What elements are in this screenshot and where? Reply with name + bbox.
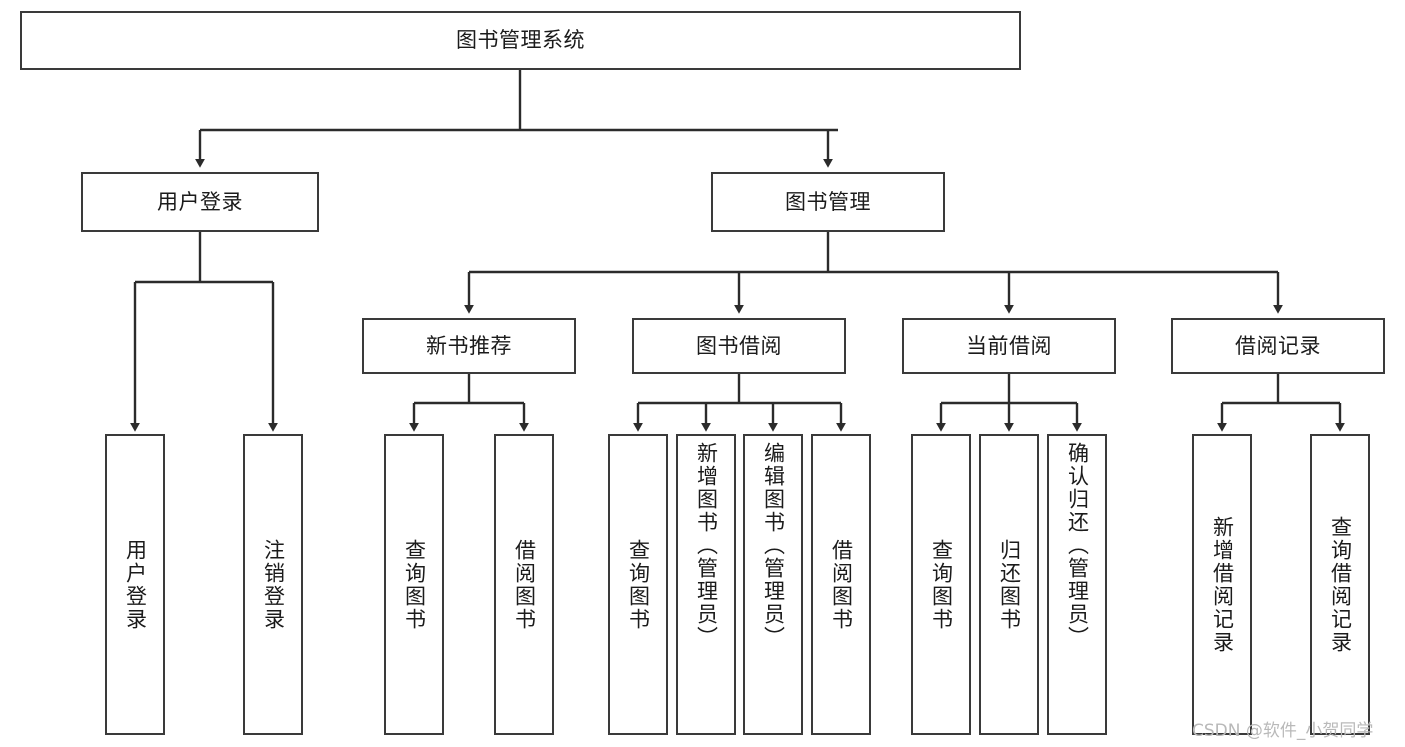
node-borrow-record[interactable]: 借阅记录 bbox=[1171, 318, 1385, 374]
node-book-manage-label: 图书管理 bbox=[785, 189, 871, 214]
node-leaf-confirm-return-label: 确认归还（管理员） bbox=[1065, 442, 1090, 649]
node-leaf-add-book[interactable]: 新增图书（管理员） bbox=[676, 434, 736, 735]
node-user-login[interactable]: 用户登录 bbox=[81, 172, 319, 232]
node-root-label: 图书管理系统 bbox=[456, 28, 585, 53]
node-current-borrow-label: 当前借阅 bbox=[966, 333, 1052, 358]
node-book-borrow[interactable]: 图书借阅 bbox=[632, 318, 846, 374]
node-leaf-edit-book[interactable]: 编辑图书（管理员） bbox=[743, 434, 803, 735]
node-book-borrow-label: 图书借阅 bbox=[696, 333, 782, 358]
node-current-borrow[interactable]: 当前借阅 bbox=[902, 318, 1116, 374]
node-leaf-query-record[interactable]: 查询借阅记录 bbox=[1310, 434, 1370, 735]
node-leaf-return-book-label: 归还图书 bbox=[997, 538, 1022, 631]
csdn-watermark: CSDN @软件_小贺同学 bbox=[1192, 721, 1374, 741]
node-root[interactable]: 图书管理系统 bbox=[20, 11, 1021, 70]
node-new-book-rec[interactable]: 新书推荐 bbox=[362, 318, 576, 374]
node-leaf-add-book-label: 新增图书（管理员） bbox=[694, 442, 719, 649]
node-leaf-logout-label: 注销登录 bbox=[261, 538, 286, 631]
node-leaf-query-book-2[interactable]: 查询图书 bbox=[608, 434, 668, 735]
node-leaf-edit-book-label: 编辑图书（管理员） bbox=[761, 442, 786, 649]
node-leaf-add-record[interactable]: 新增借阅记录 bbox=[1192, 434, 1252, 735]
node-leaf-borrow-book-1[interactable]: 借阅图书 bbox=[494, 434, 554, 735]
node-leaf-query-book-3-label: 查询图书 bbox=[929, 538, 954, 631]
node-leaf-return-book[interactable]: 归还图书 bbox=[979, 434, 1039, 735]
node-new-book-rec-label: 新书推荐 bbox=[426, 333, 512, 358]
node-leaf-query-record-label: 查询借阅记录 bbox=[1328, 515, 1353, 654]
node-book-manage[interactable]: 图书管理 bbox=[711, 172, 945, 232]
node-user-login-label: 用户登录 bbox=[157, 189, 243, 214]
node-leaf-query-book-2-label: 查询图书 bbox=[626, 538, 651, 631]
node-leaf-user-login-label: 用户登录 bbox=[123, 538, 148, 631]
node-leaf-query-book-1[interactable]: 查询图书 bbox=[384, 434, 444, 735]
node-leaf-borrow-book-1-label: 借阅图书 bbox=[512, 538, 537, 631]
node-borrow-record-label: 借阅记录 bbox=[1235, 333, 1321, 358]
node-leaf-user-login[interactable]: 用户登录 bbox=[105, 434, 165, 735]
node-leaf-query-book-1-label: 查询图书 bbox=[402, 538, 427, 631]
node-leaf-borrow-book-2[interactable]: 借阅图书 bbox=[811, 434, 871, 735]
node-leaf-borrow-book-2-label: 借阅图书 bbox=[829, 538, 854, 631]
node-leaf-add-record-label: 新增借阅记录 bbox=[1210, 515, 1235, 654]
node-leaf-logout[interactable]: 注销登录 bbox=[243, 434, 303, 735]
node-leaf-confirm-return[interactable]: 确认归还（管理员） bbox=[1047, 434, 1107, 735]
node-leaf-query-book-3[interactable]: 查询图书 bbox=[911, 434, 971, 735]
